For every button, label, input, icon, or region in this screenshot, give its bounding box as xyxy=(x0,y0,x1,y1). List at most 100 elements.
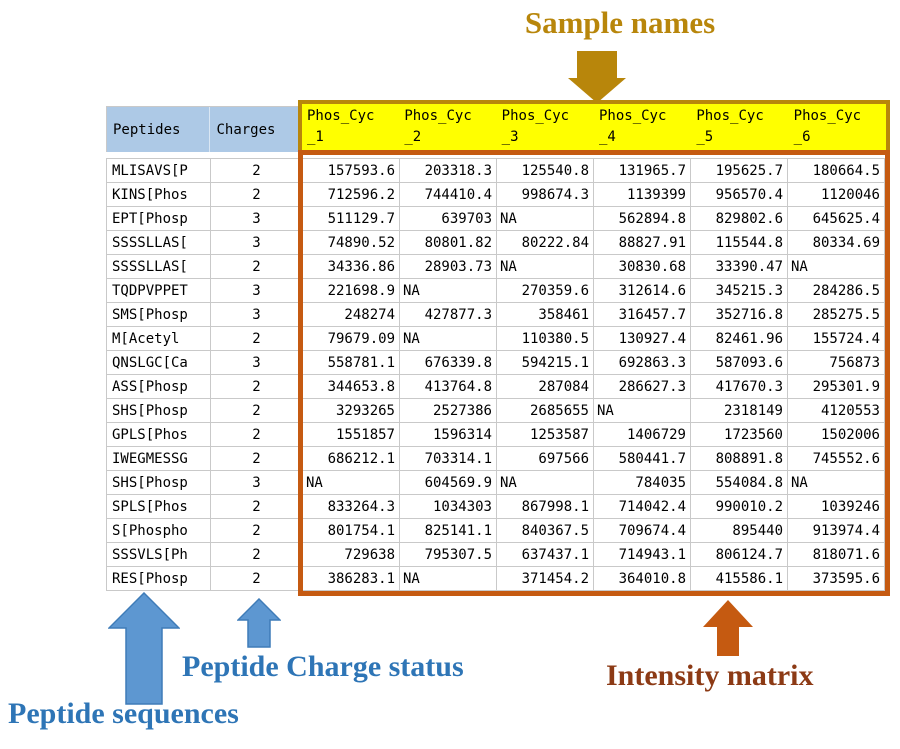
charge-cell[interactable]: 2 xyxy=(210,494,303,519)
intensity-cell[interactable]: 998674.3 xyxy=(496,182,594,207)
peptide-cell[interactable]: QNSLGC[Ca xyxy=(106,350,211,375)
intensity-cell[interactable]: 1253587 xyxy=(496,422,594,447)
intensity-cell[interactable]: 645625.4 xyxy=(787,206,885,231)
intensity-cell[interactable]: 840367.5 xyxy=(496,518,594,543)
intensity-cell[interactable]: 157593.6 xyxy=(302,158,400,183)
intensity-cell[interactable]: 1551857 xyxy=(302,422,400,447)
intensity-cell[interactable]: 745552.6 xyxy=(787,446,885,471)
intensity-cell[interactable]: 295301.9 xyxy=(787,374,885,399)
intensity-cell[interactable]: 286627.3 xyxy=(593,374,691,399)
intensity-cell[interactable]: 676339.8 xyxy=(399,350,497,375)
intensity-cell[interactable]: 867998.1 xyxy=(496,494,594,519)
peptide-cell[interactable]: GPLS[Phos xyxy=(106,422,211,447)
intensity-cell[interactable]: NA xyxy=(787,254,885,279)
intensity-cell[interactable]: 80222.84 xyxy=(496,230,594,255)
charge-cell[interactable]: 2 xyxy=(210,374,303,399)
peptide-cell[interactable]: TQDPVPPET xyxy=(106,278,211,303)
intensity-cell[interactable]: 358461 xyxy=(496,302,594,327)
intensity-cell[interactable]: 709674.4 xyxy=(593,518,691,543)
intensity-cell[interactable]: 413764.8 xyxy=(399,374,497,399)
peptide-cell[interactable]: S[Phospho xyxy=(106,518,211,543)
intensity-cell[interactable]: 692863.3 xyxy=(593,350,691,375)
intensity-cell[interactable]: 594215.1 xyxy=(496,350,594,375)
intensity-cell[interactable]: 2318149 xyxy=(690,398,788,423)
intensity-cell[interactable]: 637437.1 xyxy=(496,542,594,567)
intensity-cell[interactable]: 155724.4 xyxy=(787,326,885,351)
intensity-cell[interactable]: 80801.82 xyxy=(399,230,497,255)
sample-column-header[interactable]: Phos_Cyc_5 xyxy=(696,108,764,145)
intensity-cell[interactable]: 221698.9 xyxy=(302,278,400,303)
peptide-cell[interactable]: M[Acetyl xyxy=(106,326,211,351)
charge-cell[interactable]: 3 xyxy=(210,278,303,303)
peptide-cell[interactable]: EPT[Phosp xyxy=(106,206,211,231)
charge-cell[interactable]: 2 xyxy=(210,326,303,351)
intensity-cell[interactable]: 744410.4 xyxy=(399,182,497,207)
charge-cell[interactable]: 2 xyxy=(210,422,303,447)
intensity-cell[interactable]: 808891.8 xyxy=(690,446,788,471)
intensity-cell[interactable]: 697566 xyxy=(496,446,594,471)
intensity-cell[interactable]: 795307.5 xyxy=(399,542,497,567)
intensity-cell[interactable]: NA xyxy=(593,398,691,423)
column-header-charges[interactable]: Charges xyxy=(216,121,276,138)
intensity-cell[interactable]: 386283.1 xyxy=(302,566,400,591)
intensity-cell[interactable]: 562894.8 xyxy=(593,206,691,231)
intensity-cell[interactable]: 712596.2 xyxy=(302,182,400,207)
intensity-cell[interactable]: 1139399 xyxy=(593,182,691,207)
peptide-cell[interactable]: ASS[Phosp xyxy=(106,374,211,399)
charge-cell[interactable]: 2 xyxy=(210,566,303,591)
charge-cell[interactable]: 2 xyxy=(210,446,303,471)
charge-cell[interactable]: 3 xyxy=(210,470,303,495)
intensity-cell[interactable]: NA xyxy=(302,470,400,495)
charge-cell[interactable]: 2 xyxy=(210,182,303,207)
intensity-cell[interactable]: 270359.6 xyxy=(496,278,594,303)
intensity-cell[interactable]: 639703 xyxy=(399,206,497,231)
intensity-cell[interactable]: 287084 xyxy=(496,374,594,399)
intensity-cell[interactable]: 74890.52 xyxy=(302,230,400,255)
intensity-cell[interactable]: 82461.96 xyxy=(690,326,788,351)
intensity-cell[interactable]: 756873 xyxy=(787,350,885,375)
intensity-cell[interactable]: 2685655 xyxy=(496,398,594,423)
intensity-cell[interactable]: 34336.86 xyxy=(302,254,400,279)
intensity-cell[interactable]: 1039246 xyxy=(787,494,885,519)
intensity-cell[interactable]: 131965.7 xyxy=(593,158,691,183)
intensity-cell[interactable]: 913974.4 xyxy=(787,518,885,543)
intensity-cell[interactable]: 195625.7 xyxy=(690,158,788,183)
intensity-cell[interactable]: 729638 xyxy=(302,542,400,567)
intensity-cell[interactable]: 806124.7 xyxy=(690,542,788,567)
intensity-cell[interactable]: 316457.7 xyxy=(593,302,691,327)
intensity-cell[interactable]: 284286.5 xyxy=(787,278,885,303)
intensity-cell[interactable]: 990010.2 xyxy=(690,494,788,519)
intensity-cell[interactable]: 312614.6 xyxy=(593,278,691,303)
peptide-cell[interactable]: SSSSLLAS[ xyxy=(106,230,211,255)
sample-column-header[interactable]: Phos_Cyc_4 xyxy=(598,108,667,145)
intensity-cell[interactable]: 3293265 xyxy=(302,398,400,423)
intensity-cell[interactable]: 2527386 xyxy=(399,398,497,423)
intensity-cell[interactable]: 558781.1 xyxy=(302,350,400,375)
intensity-cell[interactable]: 703314.1 xyxy=(399,446,497,471)
intensity-cell[interactable]: 580441.7 xyxy=(593,446,691,471)
intensity-cell[interactable]: 1596314 xyxy=(399,422,497,447)
intensity-cell[interactable]: 1502006 xyxy=(787,422,885,447)
intensity-cell[interactable]: 180664.5 xyxy=(787,158,885,183)
peptide-cell[interactable]: SHS[Phosp xyxy=(106,470,211,495)
peptide-cell[interactable]: SSSVLS[Ph xyxy=(106,542,211,567)
intensity-cell[interactable]: 30830.68 xyxy=(593,254,691,279)
peptide-cell[interactable]: IWEGMESSG xyxy=(106,446,211,471)
intensity-cell[interactable]: 956570.4 xyxy=(690,182,788,207)
intensity-cell[interactable]: NA xyxy=(399,566,497,591)
sample-column-header[interactable]: Phos_Cyc_3 xyxy=(501,108,570,145)
intensity-cell[interactable]: 125540.8 xyxy=(496,158,594,183)
intensity-cell[interactable]: 4120553 xyxy=(787,398,885,423)
peptide-cell[interactable]: KINS[Phos xyxy=(106,182,211,207)
intensity-cell[interactable]: 714042.4 xyxy=(593,494,691,519)
peptide-cell[interactable]: RES[Phosp xyxy=(106,566,211,591)
intensity-cell[interactable]: 825141.1 xyxy=(399,518,497,543)
intensity-cell[interactable]: 88827.91 xyxy=(593,230,691,255)
intensity-cell[interactable]: 833264.3 xyxy=(302,494,400,519)
intensity-cell[interactable]: 373595.6 xyxy=(787,566,885,591)
peptide-cell[interactable]: SPLS[Phos xyxy=(106,494,211,519)
intensity-cell[interactable]: 115544.8 xyxy=(690,230,788,255)
peptide-cell[interactable]: SMS[Phosp xyxy=(106,302,211,327)
intensity-cell[interactable]: 427877.3 xyxy=(399,302,497,327)
charge-cell[interactable]: 2 xyxy=(210,542,303,567)
